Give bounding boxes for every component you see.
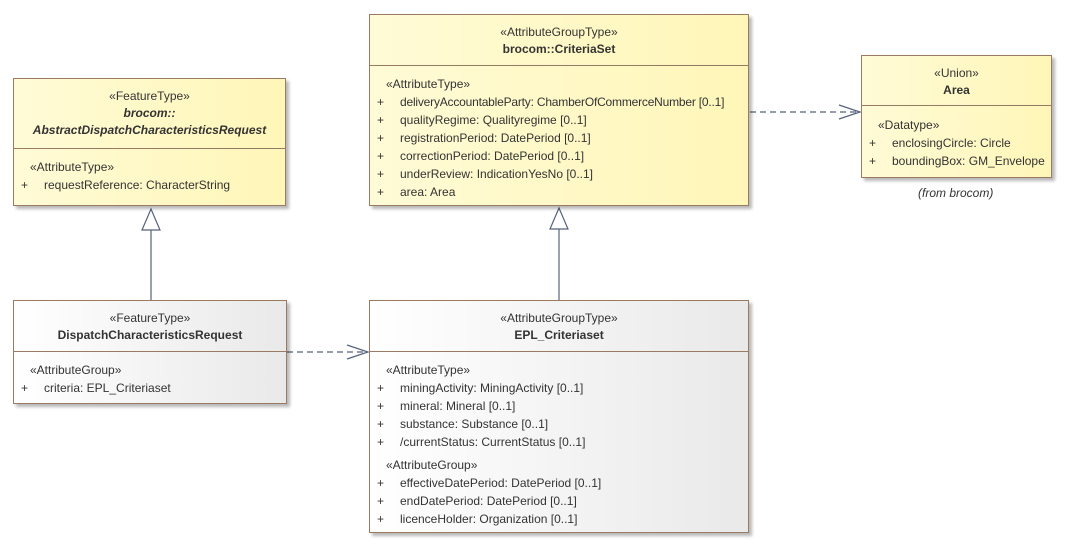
attribute-text: mineral: Mineral [0..1]: [400, 399, 516, 413]
class-criteria-set[interactable]: «AttributeGroupType» brocom::CriteriaSet…: [369, 14, 749, 206]
class-epl-criteriaset[interactable]: «AttributeGroupType» EPL_Criteriaset «At…: [369, 300, 749, 533]
visibility-marker: +: [377, 131, 385, 145]
attribute-row: + endDatePeriod: DatePeriod [0..1]: [370, 492, 748, 510]
class-body: «AttributeType» + miningActivity: Mining…: [370, 352, 748, 528]
visibility-marker: +: [377, 185, 385, 199]
attribute-row: + mineral: Mineral [0..1]: [370, 397, 748, 415]
class-body: «AttributeGroup» + criteria: EPL_Criteri…: [14, 352, 286, 397]
attribute-row: + underReview: IndicationYesNo [0..1]: [370, 165, 748, 183]
attribute-text: miningActivity: MiningActivity [0..1]: [400, 381, 584, 395]
attribute-row: + boundingBox: GM_Envelope: [862, 152, 1051, 170]
visibility-marker: +: [869, 136, 877, 150]
dependency-dispatch-to-epl: [287, 344, 370, 360]
class-header: «AttributeGroupType» brocom::CriteriaSet: [370, 15, 748, 66]
attribute-text: requestReference: CharacterString: [44, 178, 231, 192]
visibility-marker: +: [377, 95, 385, 109]
section-label: «AttributeType»: [30, 160, 115, 174]
class-header: «FeatureType» brocom:: AbstractDispatchC…: [14, 79, 285, 149]
class-name: Area: [943, 83, 970, 97]
visibility-marker: +: [377, 435, 385, 449]
attribute-text: underReview: IndicationYesNo [0..1]: [400, 167, 594, 181]
attribute-row: + criteria: EPL_Criteriaset: [14, 379, 286, 397]
attribute-text: substance: Substance [0..1]: [400, 417, 549, 431]
section-label: «AttributeType»: [386, 363, 471, 377]
section-label: «AttributeGroup»: [30, 363, 122, 377]
generalization-epl-to-criteriaset: [549, 206, 569, 300]
visibility-marker: +: [377, 417, 385, 431]
visibility-marker: +: [377, 149, 385, 163]
attribute-text: criteria: EPL_Criteriaset: [44, 381, 171, 395]
class-dispatch-characteristics-request[interactable]: «FeatureType» DispatchCharacteristicsReq…: [13, 300, 287, 404]
attribute-text: licenceHolder: Organization [0..1]: [400, 512, 578, 526]
generalization-dispatch-to-abstract: [141, 207, 161, 300]
class-name-line1: brocom::: [123, 106, 176, 120]
attribute-text: endDatePeriod: DatePeriod [0..1]: [400, 494, 577, 508]
attribute-text: /currentStatus: CurrentStatus [0..1]: [400, 435, 586, 449]
visibility-marker: +: [377, 167, 385, 181]
stereotype-label: «AttributeGroupType»: [500, 25, 618, 39]
class-body: «Datatype» + enclosingCircle: Circle + b…: [862, 106, 1051, 170]
class-header: «FeatureType» DispatchCharacteristicsReq…: [14, 301, 286, 352]
attribute-row: + effectiveDatePeriod: DatePeriod [0..1]: [370, 474, 748, 492]
attribute-text: boundingBox: GM_Envelope: [892, 154, 1045, 168]
attribute-text: enclosingCircle: Circle: [892, 136, 1011, 150]
visibility-marker: +: [377, 113, 385, 127]
attribute-row: + correctionPeriod: DatePeriod [0..1]: [370, 147, 748, 165]
attribute-text: correctionPeriod: DatePeriod [0..1]: [400, 149, 585, 163]
attribute-text: area: Area: [400, 185, 456, 199]
class-area[interactable]: «Union» Area «Datatype» + enclosingCircl…: [861, 55, 1052, 178]
class-body: «AttributeType» + deliveryAccountablePar…: [370, 66, 748, 201]
visibility-marker: +: [21, 178, 29, 192]
class-header: «Union» Area: [862, 56, 1051, 106]
attribute-row: + miningActivity: MiningActivity [0..1]: [370, 379, 748, 397]
class-body: «AttributeType» + requestReference: Char…: [14, 149, 285, 194]
class-name: DispatchCharacteristicsRequest: [57, 328, 243, 342]
section-label: «AttributeGroup»: [386, 458, 478, 472]
attribute-row: + substance: Substance [0..1]: [370, 415, 748, 433]
attribute-row: + deliveryAccountableParty: ChamberOfCom…: [370, 93, 748, 111]
stereotype-label: «Union»: [934, 66, 979, 80]
class-name-line2: AbstractDispatchCharacteristicsRequest: [32, 123, 267, 137]
attribute-row: + qualityRegime: Qualityregime [0..1]: [370, 111, 748, 129]
attribute-row: + requestReference: CharacterString: [14, 176, 285, 194]
visibility-marker: +: [869, 154, 877, 168]
class-abstract-dispatch-characteristics-request[interactable]: «FeatureType» brocom:: AbstractDispatchC…: [13, 78, 286, 206]
visibility-marker: +: [21, 381, 29, 395]
class-name: brocom::CriteriaSet: [502, 42, 616, 56]
package-origin-note: (from brocom): [918, 186, 994, 200]
attribute-text: registrationPeriod: DatePeriod [0..1]: [400, 131, 591, 145]
stereotype-label: «FeatureType»: [109, 89, 190, 103]
visibility-marker: +: [377, 476, 385, 490]
attribute-row: + /currentStatus: CurrentStatus [0..1]: [370, 433, 748, 451]
class-header: «AttributeGroupType» EPL_Criteriaset: [370, 301, 748, 352]
attribute-row: + enclosingCircle: Circle: [862, 134, 1051, 152]
section-label: «AttributeType»: [386, 77, 471, 91]
visibility-marker: +: [377, 399, 385, 413]
attribute-row: + registrationPeriod: DatePeriod [0..1]: [370, 129, 748, 147]
attribute-text: qualityRegime: Qualityregime [0..1]: [400, 113, 587, 127]
stereotype-label: «FeatureType»: [109, 311, 191, 325]
section-label: «Datatype»: [878, 118, 940, 132]
attribute-row: + area: Area: [370, 183, 748, 201]
visibility-marker: +: [377, 494, 385, 508]
visibility-marker: +: [377, 512, 385, 526]
attribute-text: effectiveDatePeriod: DatePeriod [0..1]: [400, 476, 602, 490]
visibility-marker: +: [377, 381, 385, 395]
attribute-row: + licenceHolder: Organization [0..1]: [370, 510, 748, 528]
stereotype-label: «AttributeGroupType»: [500, 311, 618, 325]
class-name: EPL_Criteriaset: [514, 328, 604, 342]
attribute-text: deliveryAccountableParty: ChamberOfComme…: [400, 95, 725, 109]
dependency-criteriaset-to-area: [750, 104, 862, 120]
